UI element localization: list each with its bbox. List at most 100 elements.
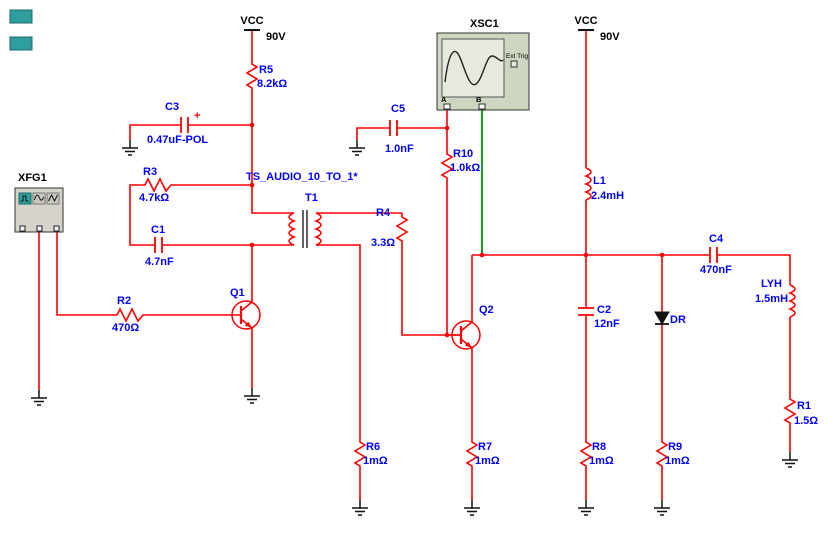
resistor-r9[interactable]: R9 1mΩ <box>656 437 690 471</box>
capacitor-c2[interactable]: C2 12nF <box>578 304 620 330</box>
instrument-label[interactable]: XFG1 <box>18 172 47 184</box>
ref-label[interactable]: R1 <box>797 400 811 412</box>
inductor-lyh[interactable]: LYH 1.5mH <box>755 278 796 318</box>
ref-label[interactable]: R3 <box>143 166 157 178</box>
resistor-r8[interactable]: R8 1mΩ <box>580 437 614 471</box>
wire-network[interactable] <box>38 30 791 500</box>
ref-label[interactable]: R9 <box>668 441 682 453</box>
value-label[interactable]: 0.47uF-POL <box>147 134 208 146</box>
ref-label[interactable]: R10 <box>453 148 473 160</box>
diode-symbol[interactable] <box>654 311 670 325</box>
inductor-symbol[interactable] <box>789 284 796 318</box>
ref-label[interactable]: C3 <box>165 101 179 113</box>
vcc-source-right[interactable]: VCC 90V <box>574 15 620 43</box>
ground-symbol-2[interactable] <box>348 139 366 156</box>
ground-symbol-7[interactable] <box>577 499 595 516</box>
capacitor-c4[interactable]: C4 470nF <box>700 233 732 276</box>
ref-label[interactable]: R7 <box>478 441 492 453</box>
terminal-common[interactable] <box>36 225 43 232</box>
ext-trig-terminal[interactable] <box>510 60 518 68</box>
ref-label[interactable]: C1 <box>151 224 165 236</box>
value-label[interactable]: 1.5mH <box>755 293 788 305</box>
ref-label[interactable]: R4 <box>376 207 391 219</box>
function-generator-xfg1[interactable]: XFG1 <box>14 172 64 233</box>
resistor-symbol[interactable] <box>111 308 149 322</box>
ground-symbol-9[interactable] <box>781 451 799 468</box>
value-label[interactable]: 2.4mH <box>591 190 624 202</box>
vcc-voltage[interactable]: 90V <box>600 31 620 43</box>
type-label[interactable]: TS_AUDIO_10_TO_1* <box>246 171 358 183</box>
resistor-r3[interactable]: R3 4.7kΩ <box>139 166 177 204</box>
resistor-r7[interactable]: R7 1mΩ <box>466 437 500 471</box>
ref-label[interactable]: T1 <box>305 192 318 204</box>
resistor-symbol[interactable] <box>139 178 177 192</box>
oscilloscope-xsc1[interactable]: XSC1 Ext Trig A B <box>436 18 530 111</box>
vcc-label[interactable]: VCC <box>574 15 597 27</box>
primary-winding[interactable] <box>288 212 297 246</box>
ground-symbol-8[interactable] <box>653 499 671 516</box>
ref-label[interactable]: R5 <box>259 64 273 76</box>
vcc-source-left[interactable]: VCC 90V <box>240 15 286 43</box>
ref-label[interactable]: DR <box>670 314 686 326</box>
ref-label[interactable]: R2 <box>117 295 131 307</box>
diode-dr[interactable]: DR <box>654 311 686 326</box>
capacitor-c5[interactable]: C5 1.0nF <box>385 103 414 155</box>
teal-marker-icon-bottom[interactable] <box>9 36 33 51</box>
ground-symbol-6[interactable] <box>463 499 481 516</box>
value-label[interactable]: 1.0nF <box>385 143 414 155</box>
transistor-q2[interactable]: Q2 <box>448 304 494 350</box>
ref-label[interactable]: C5 <box>391 103 405 115</box>
ref-label[interactable]: L1 <box>593 175 606 187</box>
resistor-r5[interactable]: R5 8.2kΩ <box>246 59 287 93</box>
ground-symbol-5[interactable] <box>351 499 369 516</box>
value-label[interactable]: 1mΩ <box>363 455 388 467</box>
ground-symbol-3[interactable] <box>30 389 48 406</box>
ref-label[interactable]: C4 <box>709 233 724 245</box>
value-label[interactable]: 4.7kΩ <box>139 192 169 204</box>
terminal-plus[interactable] <box>19 225 26 232</box>
transistor-q1[interactable]: Q1 <box>228 287 261 330</box>
ground-symbol-1[interactable] <box>121 139 139 156</box>
value-label[interactable]: 470nF <box>700 264 732 276</box>
capacitor-c3[interactable]: C3 0.47uF-POL + <box>147 101 208 146</box>
inductor-l1[interactable]: L1 2.4mH <box>585 167 624 202</box>
value-label[interactable]: 1mΩ <box>665 455 690 467</box>
capacitor-symbol[interactable] <box>154 237 163 253</box>
resistor-r10[interactable]: R10 1.0kΩ <box>441 148 480 183</box>
teal-marker-icon-top[interactable] <box>9 9 33 24</box>
capacitor-symbol[interactable] <box>389 120 398 136</box>
transformer-t1[interactable]: T1 TS_AUDIO_10_TO_1* <box>246 171 358 248</box>
value-label[interactable]: 3.3Ω <box>371 237 395 249</box>
capacitor-symbol[interactable] <box>578 307 594 316</box>
value-label[interactable]: 8.2kΩ <box>257 78 287 90</box>
ground-symbol-4[interactable] <box>243 387 261 404</box>
value-label[interactable]: 1.5Ω <box>794 415 818 427</box>
resistor-r1[interactable]: R1 1.5Ω <box>784 394 818 428</box>
capacitor-c1[interactable]: C1 4.7nF <box>145 224 174 268</box>
terminal-minus[interactable] <box>53 225 60 232</box>
ref-label[interactable]: Q2 <box>479 304 494 316</box>
value-label[interactable]: 1mΩ <box>589 455 614 467</box>
resistor-r4[interactable]: R4 3.3Ω <box>371 207 408 249</box>
resistor-symbol[interactable] <box>396 212 408 246</box>
value-label[interactable]: 1.0kΩ <box>450 162 480 174</box>
ref-label[interactable]: Q1 <box>230 287 245 299</box>
resistor-symbol[interactable] <box>246 59 258 93</box>
value-label[interactable]: 12nF <box>594 318 620 330</box>
vcc-voltage[interactable]: 90V <box>266 31 286 43</box>
channel-a-terminal[interactable] <box>443 103 451 110</box>
value-label[interactable]: 4.7nF <box>145 256 174 268</box>
ref-label[interactable]: LYH <box>761 278 782 290</box>
capacitor-symbol[interactable] <box>709 247 718 263</box>
value-label[interactable]: 1mΩ <box>475 455 500 467</box>
value-label[interactable]: 470Ω <box>112 322 139 334</box>
ref-label[interactable]: R6 <box>366 441 380 453</box>
secondary-winding[interactable] <box>313 212 322 246</box>
instrument-label[interactable]: XSC1 <box>470 18 499 30</box>
ref-label[interactable]: C2 <box>597 304 611 316</box>
resistor-r6[interactable]: R6 1mΩ <box>354 437 388 471</box>
vcc-label[interactable]: VCC <box>240 15 263 27</box>
channel-b-terminal[interactable] <box>478 103 486 110</box>
